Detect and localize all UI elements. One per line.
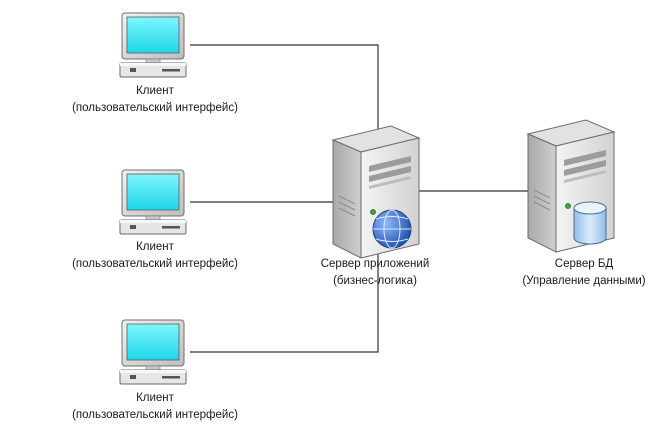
- client-subtitle: (пользовательский интерфейс): [72, 409, 238, 421]
- link-client-1: [190, 44, 379, 146]
- client-label-1: Клиент (пользовательский интерфейс): [30, 83, 280, 117]
- client-label-3: Клиент (пользовательский интерфейс): [30, 390, 280, 424]
- client-title: Клиент: [136, 85, 174, 97]
- client-title: Клиент: [136, 241, 174, 253]
- computer-icon: [119, 169, 187, 235]
- client-subtitle: (пользовательский интерфейс): [72, 258, 238, 270]
- client-title: Клиент: [136, 392, 174, 404]
- database-icon: [573, 201, 607, 245]
- db-server-subtitle: (Управление данными): [522, 275, 646, 287]
- db-server-label: Сервер БД (Управление данными): [504, 256, 664, 290]
- app-server-subtitle: (бизнес-логика): [333, 275, 417, 287]
- link-client-3: [190, 254, 379, 353]
- client-subtitle: (пользовательский интерфейс): [72, 102, 238, 114]
- globe-icon: [372, 209, 412, 249]
- app-server-label: Сервер приложений (бизнес-логика): [290, 256, 460, 290]
- app-server-title: Сервер приложений: [320, 258, 430, 270]
- db-server-title: Сервер БД: [554, 258, 614, 270]
- connection-lines: [190, 44, 540, 353]
- client-label-2: Клиент (пользовательский интерфейс): [30, 239, 280, 273]
- computer-icon: [119, 319, 187, 385]
- computer-icon: [119, 12, 187, 78]
